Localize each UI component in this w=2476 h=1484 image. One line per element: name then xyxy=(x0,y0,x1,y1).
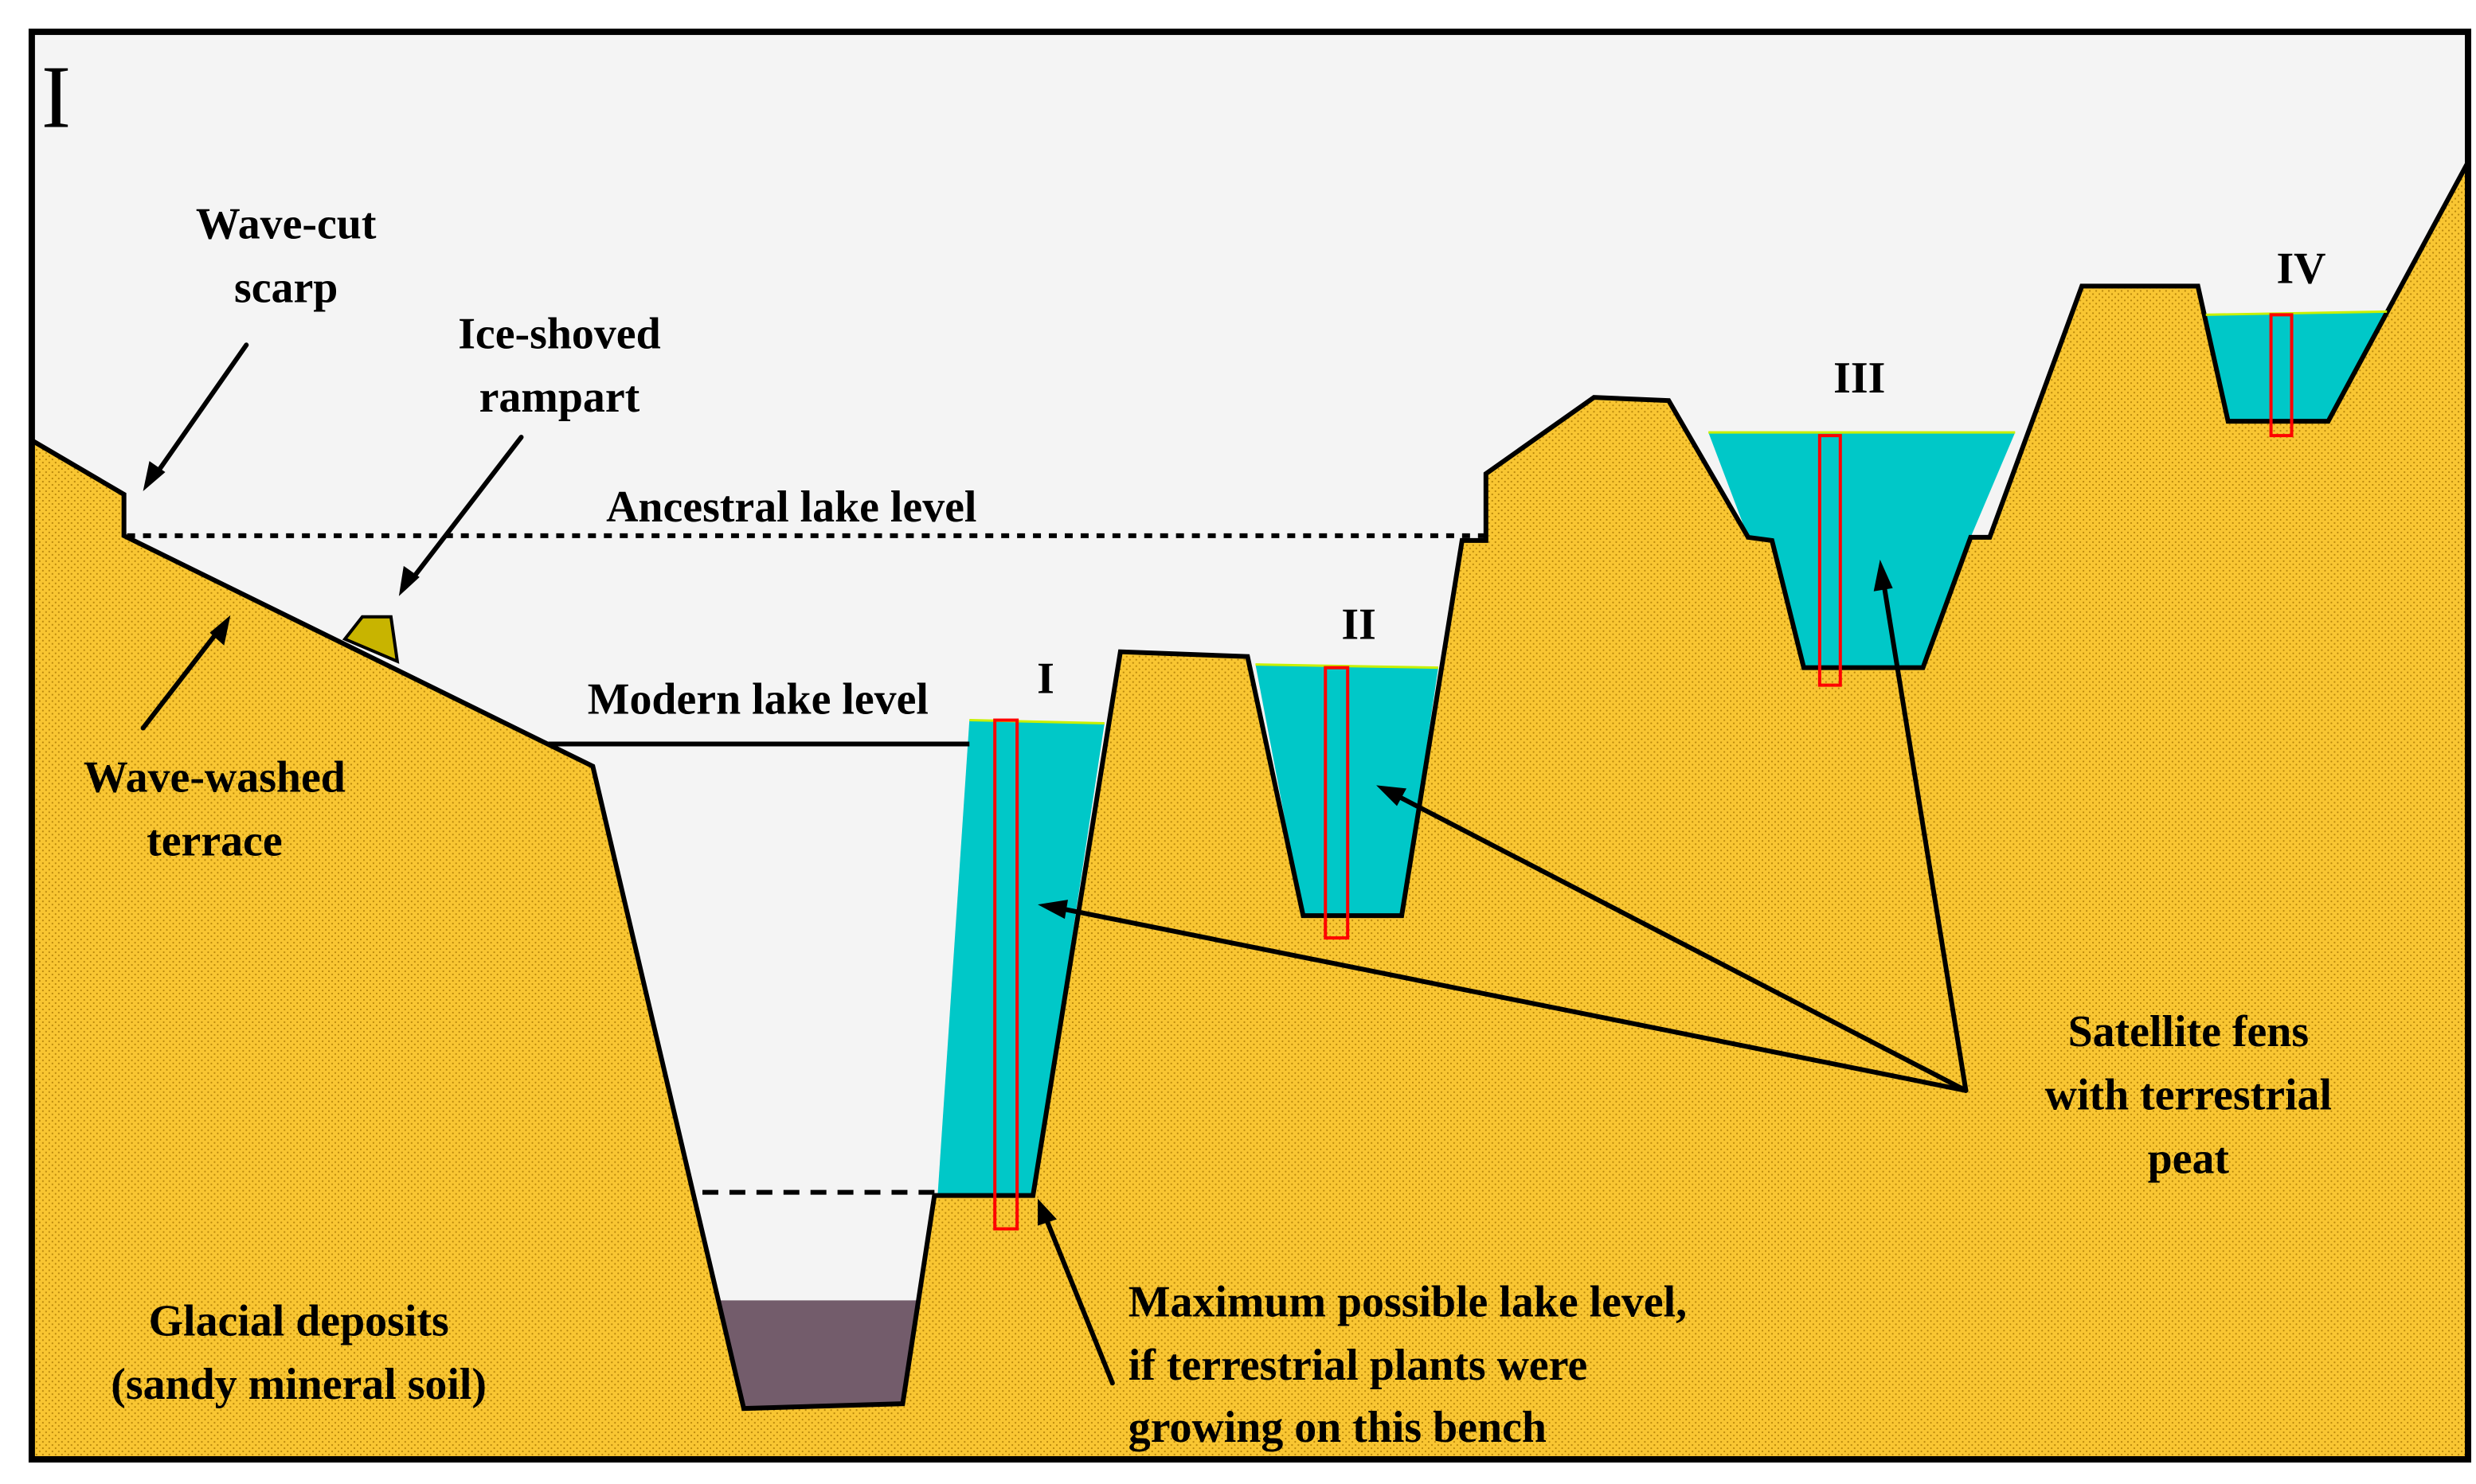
label-modern-lake-level: Modern lake level xyxy=(588,675,929,724)
fen-water-III xyxy=(1708,432,2016,668)
arrow-fen-II xyxy=(1393,792,1969,1093)
label-satellite-fens-line1: Satellite fens xyxy=(2068,1007,2309,1056)
label-max-lake-level-line2: if terrestrial plants were xyxy=(1128,1341,1588,1390)
fen-label-IV: IV xyxy=(2276,244,2325,293)
annotation-arrows xyxy=(140,342,1969,1386)
arrow-heads xyxy=(143,461,1893,1226)
peat-core-I xyxy=(993,718,1019,1231)
arrow-wave-washed-terrace xyxy=(140,627,222,731)
label-ice-shoved-rampart-line1: Ice-shoved xyxy=(458,309,660,358)
label-max-lake-level-line3: growing on this bench xyxy=(1128,1403,1547,1452)
label-wave-washed-terrace-line1: Wave-washed xyxy=(84,752,346,802)
arrow-head-ice-shoved-rampart xyxy=(398,565,420,596)
arrow-ice-shoved-rampart xyxy=(407,435,524,584)
arrow-head-fen-II xyxy=(1376,785,1407,806)
arrow-fen-III xyxy=(1880,577,1969,1093)
arrow-head-max-lake-level xyxy=(1038,1198,1058,1226)
peat-core-III xyxy=(1817,434,1842,687)
label-glacial-deposits-line1: Glacial deposits xyxy=(149,1296,449,1345)
peat-core-II xyxy=(1324,666,1350,940)
ice-shoved-rampart-shape xyxy=(342,615,400,664)
fen-water-I xyxy=(937,720,1105,1196)
lake-sediment xyxy=(718,1300,919,1409)
fen-label-II: II xyxy=(1341,600,1375,650)
label-wave-cut-scarp-line1: Wave-cut xyxy=(196,200,377,249)
label-satellite-fens-line2: with terrestrial xyxy=(2045,1071,2332,1120)
diagram-frame xyxy=(28,28,2472,1463)
glacial-deposits-terrain xyxy=(29,161,2471,1463)
label-glacial-deposits-line2: (sandy mineral soil) xyxy=(111,1360,487,1409)
arrow-head-fen-III xyxy=(1873,559,1893,592)
fen-label-III: III xyxy=(1833,353,1885,403)
arrow-head-wave-washed-terrace xyxy=(209,615,231,646)
peat-core-IV xyxy=(2269,313,2294,438)
arrow-head-fen-I xyxy=(1038,900,1068,920)
arrow-head-wave-cut-scarp xyxy=(143,461,166,492)
arrow-wave-cut-scarp xyxy=(151,342,249,480)
label-ice-shoved-rampart-line2: rampart xyxy=(479,373,640,422)
fen-surface-IV xyxy=(2205,310,2388,316)
arrow-fen-I xyxy=(1054,905,1969,1093)
label-satellite-fens-line3: peat xyxy=(2148,1134,2230,1184)
label-max-lake-level-line1: Maximum possible lake level, xyxy=(1128,1277,1687,1326)
label-wave-washed-terrace-line2: terrace xyxy=(147,816,282,865)
arrow-max-lake-level xyxy=(1043,1215,1115,1386)
fen-label-I: I xyxy=(1037,654,1054,704)
panel-label: I xyxy=(41,49,71,147)
label-wave-cut-scarp-line2: scarp xyxy=(234,263,338,312)
fen-surface-I xyxy=(969,719,1105,725)
label-ancestral-lake-level: Ancestral lake level xyxy=(606,482,976,532)
